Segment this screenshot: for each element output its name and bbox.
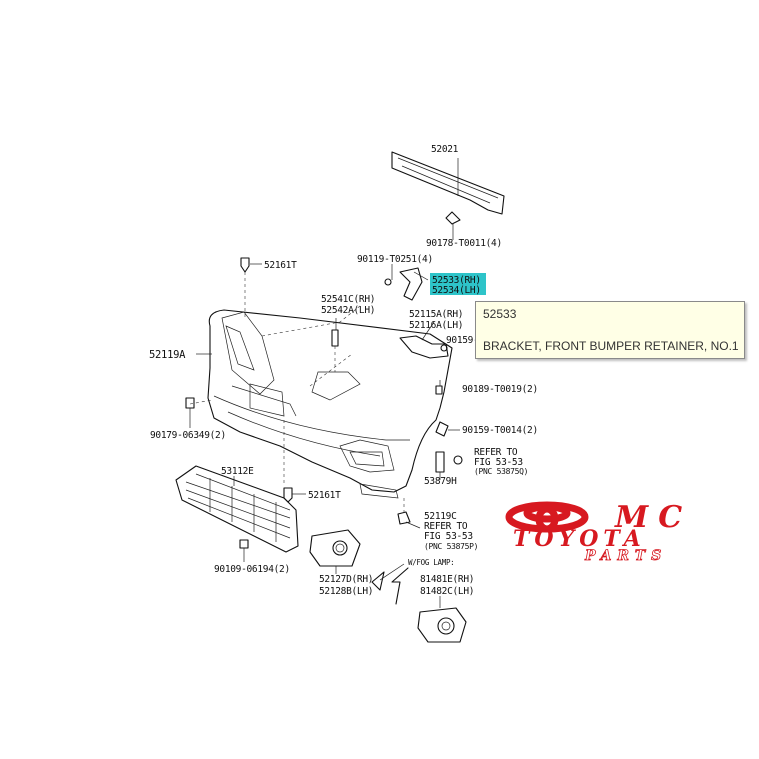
label-52119c[interactable]: 52119C <box>424 511 457 522</box>
clip-52161t-top[interactable] <box>240 257 250 318</box>
tooltip-part-description: BRACKET, FRONT BUMPER RETAINER, NO.1 <box>483 339 739 353</box>
direction-arrow <box>371 563 409 605</box>
label-52161t-bottom[interactable]: 52161T <box>308 490 341 501</box>
label-52128b[interactable]: 52128B(LH) <box>319 586 374 597</box>
part-52533-bracket[interactable] <box>384 267 423 301</box>
logo-brand: MC <box>614 500 692 535</box>
part-52115a-retainer[interactable] <box>399 335 449 359</box>
highlight-52533 <box>430 273 486 295</box>
part-labels: 52021 90178-T0011(4) 52161T 90119-T0251(… <box>149 144 538 597</box>
label-90178[interactable]: 90178-T0011(4) <box>426 238 502 249</box>
label-refer1-b[interactable]: FIG 53-53 <box>474 457 523 468</box>
label-52021[interactable]: 52021 <box>431 144 459 155</box>
clip-90179[interactable] <box>185 397 195 409</box>
label-wfog[interactable]: W/FOG LAMP: <box>408 558 455 567</box>
label-90159-t0014[interactable]: 90159-T0014(2) <box>462 425 538 436</box>
label-refer1-c[interactable]: (PNC 53875Q) <box>474 467 529 476</box>
toyota-emblem-icon <box>505 501 589 533</box>
label-refer2-a[interactable]: REFER TO <box>424 521 468 532</box>
label-refer2-c[interactable]: (PNC 53875P) <box>424 542 479 551</box>
label-52542a[interactable]: 52542A(LH) <box>321 305 376 316</box>
label-90179[interactable]: 90179-06349(2) <box>150 430 226 441</box>
label-52119a[interactable]: 52119A <box>149 349 186 361</box>
part-tooltip: 52533 BRACKET, FRONT BUMPER RETAINER, NO… <box>475 301 745 359</box>
label-refer1-a[interactable]: REFER TO <box>474 447 518 458</box>
clip-52541c[interactable] <box>331 329 339 372</box>
bumper-cover-52119a[interactable] <box>189 305 453 499</box>
label-53879h[interactable]: 53879H <box>424 476 457 487</box>
label-90189[interactable]: 90189-T0019(2) <box>462 384 538 395</box>
tooltip-part-code: 52533 <box>483 307 517 321</box>
mc-toyota-parts-logo: MC TOYOTA PARTS <box>505 500 692 562</box>
fog-cover-81481e[interactable] <box>417 607 467 643</box>
grille-53112e[interactable] <box>175 465 299 553</box>
label-52541c[interactable]: 52541C(RH) <box>321 294 376 305</box>
label-52534[interactable]: 52534(LH) <box>432 285 481 296</box>
part-52021-bar[interactable] <box>391 151 505 225</box>
clip-52119c[interactable] <box>397 498 411 525</box>
label-81481e[interactable]: 81481E(RH) <box>420 574 475 585</box>
screw-90109[interactable] <box>239 539 249 549</box>
logo-name: TOYOTA <box>513 526 646 552</box>
label-52116a[interactable]: 52116A(LH) <box>409 320 464 331</box>
clip-52161t-bottom[interactable] <box>283 487 293 503</box>
logo-sub: PARTS <box>584 548 667 562</box>
label-53112e[interactable]: 53112E <box>221 466 254 477</box>
leader-lines <box>189 158 460 608</box>
fog-cover-52127d[interactable] <box>309 529 361 567</box>
label-52533[interactable]: 52533(RH) <box>432 275 481 286</box>
label-90109[interactable]: 90109-06194(2) <box>214 564 290 575</box>
label-52115a[interactable]: 52115A(RH) <box>409 309 464 320</box>
label-refer2-b[interactable]: FIG 53-53 <box>424 531 473 542</box>
label-90159-short[interactable]: 90159- <box>446 335 479 346</box>
label-52127d[interactable]: 52127D(RH) <box>319 574 374 585</box>
clips-right-side[interactable] <box>435 385 463 473</box>
label-52161t-top[interactable]: 52161T <box>264 260 297 271</box>
label-90119[interactable]: 90119-T0251(4) <box>357 254 433 265</box>
label-81482c[interactable]: 81482C(LH) <box>420 586 475 597</box>
